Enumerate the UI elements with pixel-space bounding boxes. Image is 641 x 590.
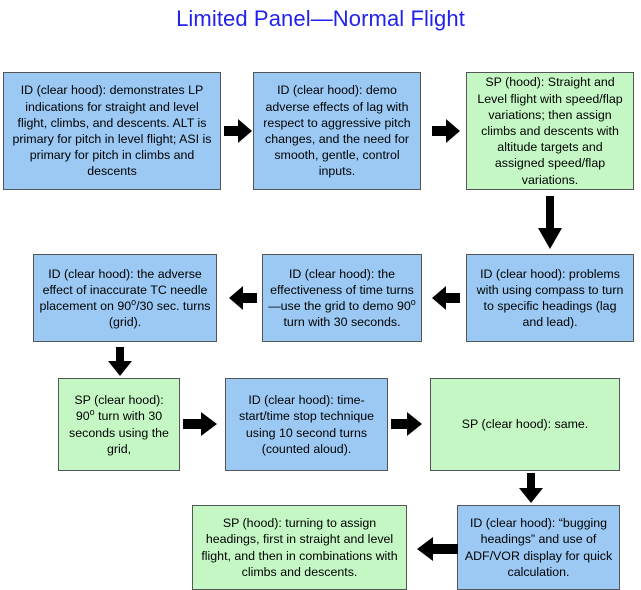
flow-node-n9[interactable]: SP (clear hood): same. xyxy=(430,378,620,471)
connector-arrow-down-n9-n10 xyxy=(518,473,544,504)
flow-node-n2[interactable]: ID (clear hood): demo adverse effects of… xyxy=(253,72,421,190)
connector-arrow-left-n4-n5 xyxy=(427,285,460,311)
flow-node-text: SP (hood): Straight and Level flight wit… xyxy=(477,75,623,187)
connector-arrow-right-n7-n8 xyxy=(183,411,221,437)
connector-arrow-left-n10-n11 xyxy=(408,536,458,562)
flow-node-n4[interactable]: ID (clear hood): problems with using com… xyxy=(466,254,634,342)
flow-node-text: ID (clear hood): the effectiveness of ti… xyxy=(268,266,416,330)
page-title: Limited Panel—Normal Flight xyxy=(176,6,465,31)
connector-arrow-right-n8-n9 xyxy=(391,411,426,437)
flow-node-text: SP (hood): turning to assign headings, f… xyxy=(201,516,398,579)
flow-node-n3[interactable]: SP (hood): Straight and Level flight wit… xyxy=(466,72,634,190)
flow-node-text: SP (clear hood): 90o turn with 30 second… xyxy=(69,393,169,456)
flow-node-n7[interactable]: SP (clear hood): 90o turn with 30 second… xyxy=(58,378,180,471)
flow-node-n10[interactable]: ID (clear hood): “bugging headings” and … xyxy=(457,505,620,590)
flow-node-text: ID (clear hood): demo adverse effects of… xyxy=(263,83,411,179)
flow-node-n5[interactable]: ID (clear hood): the effectiveness of ti… xyxy=(262,254,422,342)
flow-node-text: ID (clear hood): problems with using com… xyxy=(476,266,624,330)
flow-node-n11[interactable]: SP (hood): turning to assign headings, f… xyxy=(192,505,407,590)
connector-arrow-down-n6-n7 xyxy=(107,347,133,377)
connector-arrow-right-n1-n2 xyxy=(224,118,252,144)
connector-arrow-right-n2-n3 xyxy=(432,118,460,144)
flow-node-text: ID (clear hood): “bugging headings” and … xyxy=(464,516,613,579)
connector-arrow-left-n5-n6 xyxy=(222,285,257,311)
flow-node-n6[interactable]: ID (clear hood): the adverse effect of i… xyxy=(33,254,217,342)
flow-node-text: SP (clear hood): same. xyxy=(461,417,589,432)
connector-arrow-down-n3-n4 xyxy=(537,196,563,250)
flow-node-text: ID (clear hood): demonstrates LP indicat… xyxy=(12,83,212,179)
flow-node-n1[interactable]: ID (clear hood): demonstrates LP indicat… xyxy=(3,72,221,190)
flow-node-n8[interactable]: ID (clear hood): time-start/time stop te… xyxy=(225,378,388,471)
flow-node-text: ID (clear hood): time-start/time stop te… xyxy=(239,393,374,456)
flow-node-text: ID (clear hood): the adverse effect of i… xyxy=(39,266,211,330)
